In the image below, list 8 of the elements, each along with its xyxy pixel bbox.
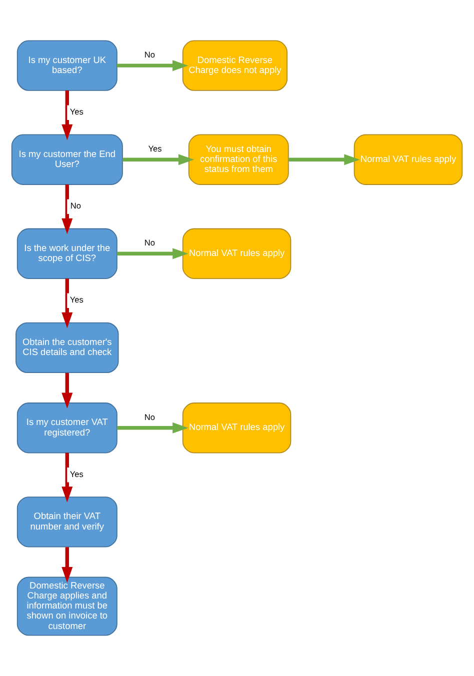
edge-label: Yes — [148, 144, 162, 154]
edge-label: Yes — [70, 468, 84, 479]
edge-label: No — [70, 200, 81, 211]
edge-label: No — [144, 238, 155, 248]
edge-label: Yes — [70, 294, 84, 305]
edge-label: No — [144, 412, 155, 422]
edge-label: Yes — [70, 106, 84, 117]
edge-label: No — [144, 49, 155, 60]
